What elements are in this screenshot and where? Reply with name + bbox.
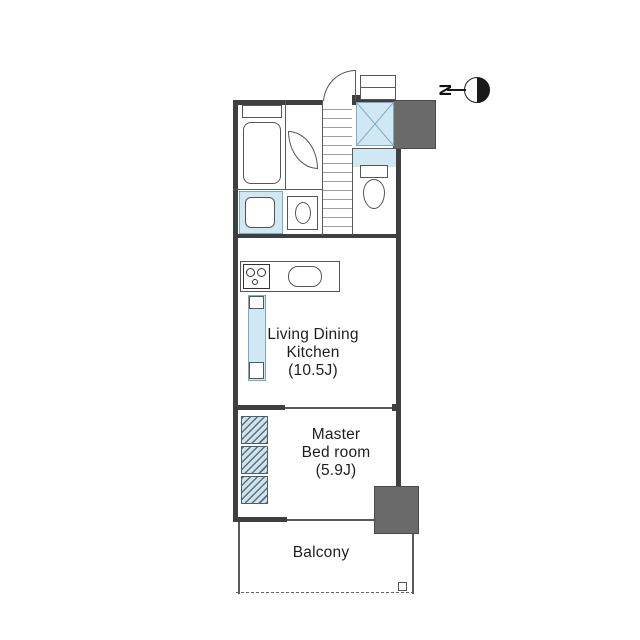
toilet-floor (353, 149, 396, 167)
pillar-top-right (393, 100, 436, 149)
wall-right (396, 100, 401, 490)
wall-bedroom-right-stub (392, 404, 401, 411)
toilet-bowl-icon (363, 179, 385, 209)
bedroom-label-line1: Master (311, 426, 361, 443)
wall-top-left (233, 100, 323, 105)
toilet-partition-v (352, 148, 353, 235)
closet-cell-2 (241, 446, 268, 474)
pillar-bottom-right (374, 486, 419, 534)
entrance-tile-floor (323, 101, 352, 234)
strip-box-bottom (249, 362, 264, 379)
closet-cell-3 (241, 476, 268, 504)
entrance-door-leaf (355, 70, 357, 101)
closet-cell-1 (241, 416, 268, 444)
compass-circle-icon (464, 77, 490, 103)
wall-entry-stub (352, 95, 362, 105)
washer-pan-icon (356, 102, 394, 146)
kitchen-counter-strip (248, 295, 266, 381)
strip-box-top (249, 296, 264, 309)
bathtub-icon (243, 122, 281, 184)
entrance-door-arc-icon (323, 70, 356, 103)
compass-line (447, 89, 466, 91)
meter-box-line (360, 87, 396, 88)
wall-bottom-left (233, 517, 287, 522)
bedroom-label-size: (5.9J) (315, 462, 357, 479)
kitchen-sink-icon (288, 266, 322, 287)
balcony-left-edge (238, 522, 240, 594)
wall-left (233, 100, 238, 522)
ldk-label-size: (10.5J) (288, 362, 338, 379)
washer-pan-cross-icon (357, 103, 393, 145)
bedroom-partition-line (285, 407, 396, 409)
burner-1-icon (246, 268, 255, 277)
toilet-partition-h (352, 148, 401, 149)
washroom-partition (233, 189, 323, 190)
ldk-label-line2: Kitchen (286, 344, 340, 361)
stove-icon (243, 264, 270, 289)
balcony-label: Balcony (292, 544, 350, 561)
drain-icon (398, 582, 407, 591)
ldk-label-line1: Living Dining (267, 326, 359, 343)
toilet-tank-icon (360, 165, 388, 178)
washbasin-bowl-icon (245, 197, 275, 228)
bedroom-label-line2: Bed room (301, 444, 371, 461)
vanity-sink-icon (295, 202, 311, 224)
bath-shelf (242, 105, 282, 118)
balcony-window-line (287, 519, 377, 521)
bath-partition (285, 100, 286, 190)
hall-partition (322, 100, 323, 235)
wall-bedroom-left (233, 405, 285, 410)
north-letter: N (436, 83, 456, 97)
wall-wet-area-bottom (233, 234, 401, 238)
balcony-right-edge (412, 534, 414, 594)
balcony-outer-rail (236, 592, 414, 593)
burner-3-icon (252, 279, 258, 285)
burner-2-icon (257, 268, 266, 277)
